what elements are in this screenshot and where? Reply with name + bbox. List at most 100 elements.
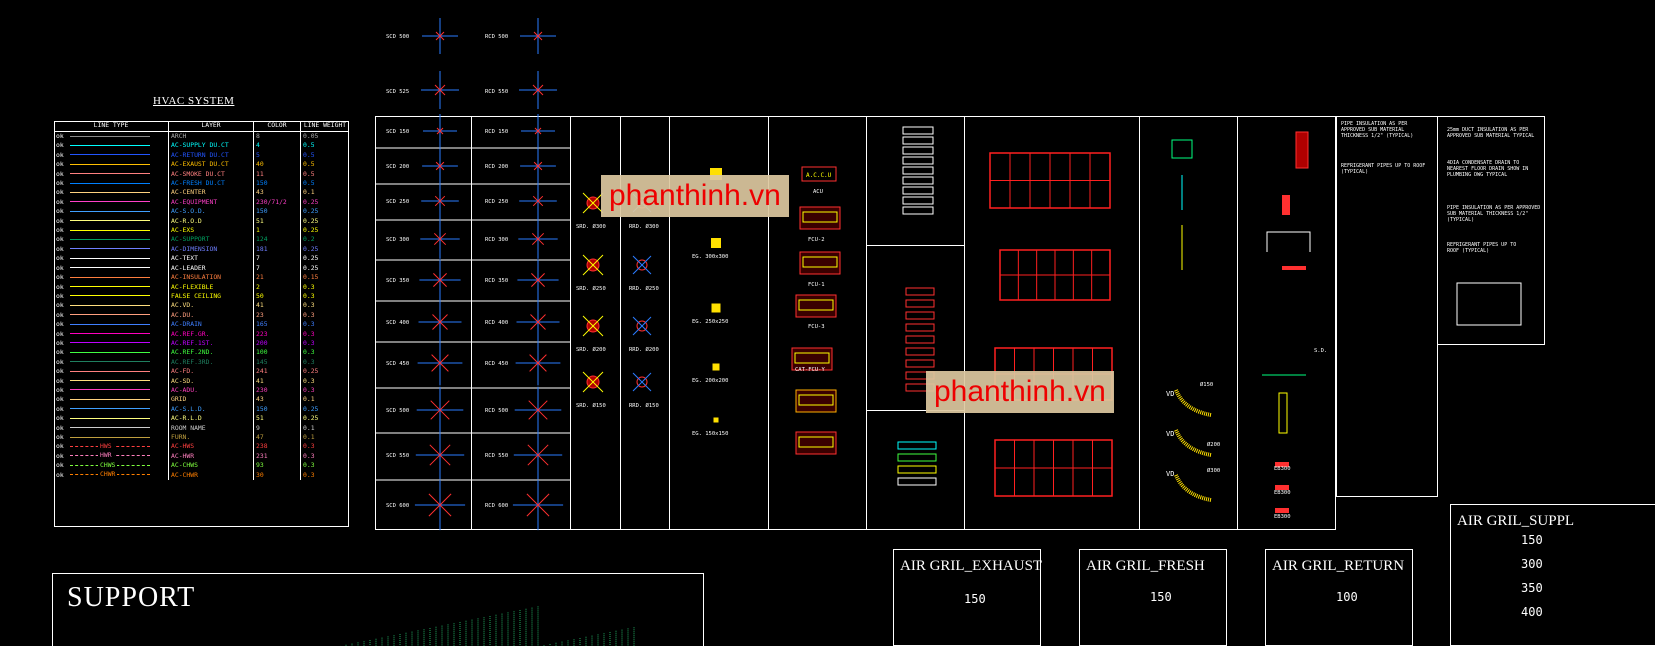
grill-fresh-150: 150 [1150,590,1172,604]
hvac-color-cell: 2 [253,282,301,292]
scd-top-label-1: SCD 500 [386,34,409,40]
line-type-ok: ok [56,263,64,272]
hvac-layer-cell: AC-LEADER [168,263,254,274]
rcd-label: RCD 600 [485,503,508,509]
hvac-layer-cell: AC-R.O.D [168,216,254,227]
hvac-weight-cell: 0.5 [303,141,315,150]
undefined-x2 [532,84,544,96]
hvac-weight-cell: 0.3 [303,329,315,338]
line-type-cell: ok [54,320,169,330]
hvac-weight-cell: 0.3 [303,348,315,357]
undefined-x2 [430,400,450,420]
srd-label: SRD. Ø150 [576,402,606,409]
undefined-x2 [433,232,447,246]
eb-box-2 [1275,485,1289,490]
undefined-x2 [531,232,545,246]
line-type-ok: ok [56,254,64,263]
grill-return-title: AIR GRIL_RETURN [1272,558,1405,574]
undefined-x2 [432,314,448,330]
col-line-type: LINE TYPE [54,121,169,132]
line-sample [70,173,150,175]
rcd-label: RCD 250 [485,199,508,205]
tag-color-box [897,441,937,450]
hvac-layer-cell: AC-SMOKE DU.CT [168,169,254,180]
eb-label-2: EB300 [1274,490,1291,496]
hvac-layer-cell: AC-SUPPLY DU.CT [168,141,254,151]
hvac-color-cell: 30 [253,470,301,481]
eb-label-3: EB300 [1274,514,1291,520]
line-type-cell: ok [54,291,169,302]
line-type-cell: ok [54,338,169,349]
unit-box [795,389,837,413]
yellow-stack [1278,392,1288,434]
line-sample [70,370,150,372]
hvac-color-cell: 5 [253,150,301,161]
scd-label: SCD 150 [386,129,409,135]
flex-duct [1174,389,1212,417]
line-type-ok: ok [56,197,64,206]
line-type-ok: ok [56,451,64,460]
watermark-1: phanthinh.vn [601,175,789,217]
line-type-cell: ok [54,169,169,180]
hvac-layer-cell: AC-FLEXIBLE [168,282,254,292]
support-box: SUPPORT [52,573,704,646]
hvac-weight-cell: 0.25 [303,197,319,206]
grill-supply-300: 300 [1521,557,1543,571]
line-sample [70,248,150,250]
hvac-color-cell: 150 [253,404,301,415]
line-type-cell: ok [54,207,169,217]
line-sample [70,323,150,325]
line-type-ok: ok [56,329,64,338]
eg-square [713,417,719,423]
undefined-x2 [534,127,542,135]
line-type-cell: ok [54,273,169,283]
note-1: PIPE INSULATION AS PER APPROVED SUB MATE… [1341,121,1414,139]
hvac-weight-cell: 0.3 [303,357,315,366]
rrd-label: RRD. Ø150 [629,402,659,409]
line-type-ok: ok [56,235,64,244]
undefined-x2 [434,84,446,96]
line-sample [70,135,150,137]
line-sample [70,154,150,156]
line-type-cell: ok [54,235,169,245]
hvac-layer-cell: AC-SD. [168,376,254,386]
undefined-x2 [434,195,446,207]
hvac-color-cell: 181 [253,244,301,255]
hvac-layer-cell: AC.REF.3RD. [168,357,254,368]
acu-label: ACU [813,189,823,195]
line-type-ok: ok [56,310,64,319]
hvac-weight-cell: 0.25 [303,226,319,235]
hvac-layer-cell: AC-EQUIPMENT [168,197,254,208]
hvac-weight-cell: 0.1 [303,395,315,404]
line-type-ok: ok [56,320,64,329]
srd-arrow2 [582,315,604,337]
rcd-label: RCD 150 [485,129,508,135]
flex-duct [1174,429,1212,457]
tag-box [902,186,934,195]
notes-column-2 [1437,116,1545,345]
line-type-ok: ok [56,169,64,178]
undefined-x2 [527,444,549,466]
flex-duct [1174,474,1212,502]
tag-red-box [905,335,935,344]
line-type-cell: ok [54,348,169,358]
line-type-cell: ok [54,376,169,386]
scd-label: SCD 200 [386,164,409,170]
line-type-ok: ok [56,207,64,216]
accu-label: A.C.C.U [806,172,832,179]
undefined-x2 [428,493,452,517]
tag-red-box [905,323,935,332]
grill-supply-150: 150 [1521,533,1543,547]
line-type-cell: ok [54,367,169,377]
